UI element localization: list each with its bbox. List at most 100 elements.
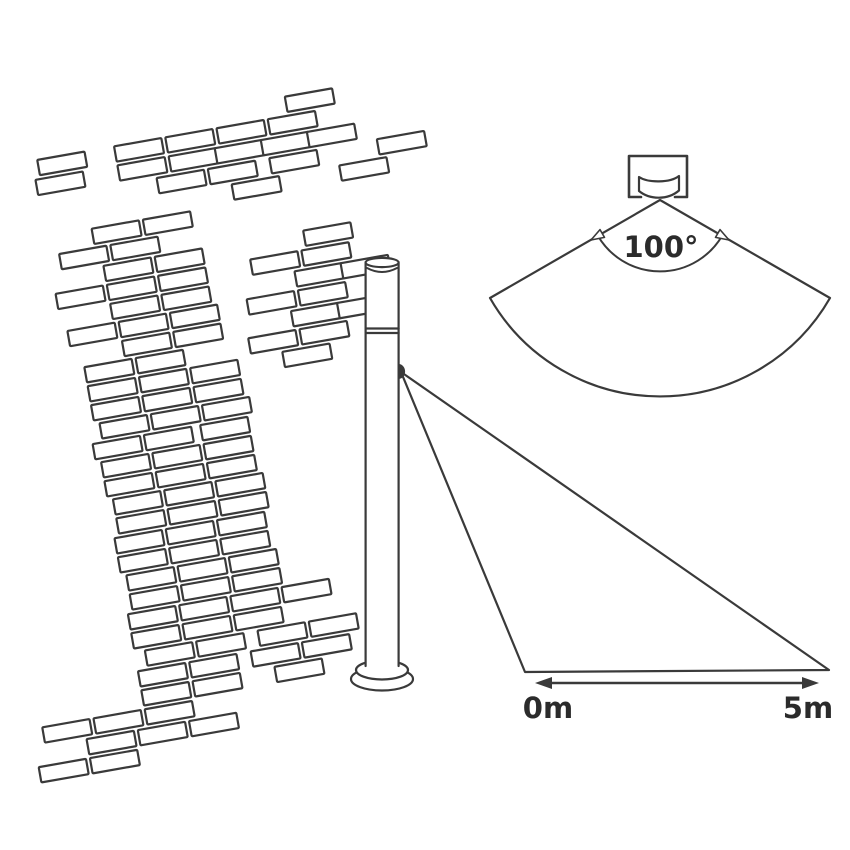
- range-arrow-left-head: [535, 677, 552, 689]
- brick: [296, 281, 349, 307]
- brick: [217, 490, 270, 517]
- brick: [102, 256, 155, 283]
- range-end-label: 5m: [783, 691, 833, 725]
- brick: [172, 322, 225, 349]
- brick: [155, 168, 208, 195]
- brick: [160, 285, 213, 312]
- brick: [116, 156, 169, 182]
- brick: [214, 471, 267, 498]
- brick: [125, 566, 178, 592]
- lamp-pole-body: [365, 262, 399, 666]
- brick: [134, 348, 187, 375]
- brick: [191, 671, 244, 698]
- brick: [298, 319, 351, 346]
- brick: [215, 510, 268, 537]
- sensor-head-lens: [637, 174, 681, 199]
- brick: [300, 633, 353, 659]
- brick: [154, 462, 207, 489]
- angle-arc-left-arrowhead: [590, 228, 606, 241]
- brick: [300, 241, 353, 267]
- brick: [109, 235, 162, 262]
- brick: [188, 652, 241, 679]
- brick: [109, 294, 162, 321]
- brick: [176, 557, 229, 583]
- brick: [205, 453, 258, 480]
- brick: [86, 376, 139, 403]
- sensor-head-icon: [627, 154, 689, 199]
- brick: [128, 585, 181, 611]
- brick: [192, 377, 245, 404]
- brick: [229, 586, 282, 613]
- brick: [202, 434, 255, 461]
- brick: [137, 662, 189, 688]
- brick: [179, 576, 232, 602]
- brick: [178, 595, 231, 622]
- brick: [164, 519, 217, 546]
- brick-wall-illustration: [34, 87, 428, 784]
- brick: [249, 250, 302, 276]
- brick: [153, 247, 206, 274]
- brick: [166, 500, 219, 526]
- brick: [231, 567, 283, 593]
- brick: [163, 481, 216, 507]
- brick: [268, 148, 321, 175]
- detection-fan-sector: [488, 198, 832, 398]
- brick: [105, 275, 158, 302]
- brick: [66, 321, 119, 348]
- brick: [195, 632, 247, 658]
- brick: [92, 709, 145, 735]
- detection-fan: [488, 198, 832, 398]
- brick: [88, 748, 141, 775]
- brick: [151, 443, 204, 470]
- brick: [141, 210, 194, 236]
- brick: [219, 529, 272, 556]
- brick: [338, 156, 391, 182]
- brick: [249, 642, 302, 668]
- brick: [91, 434, 144, 461]
- brick: [199, 415, 252, 442]
- brick: [98, 414, 151, 440]
- angle-arc-right-arrowhead: [714, 228, 730, 241]
- brick: [280, 577, 333, 604]
- brick: [375, 129, 428, 156]
- brick: [142, 425, 195, 452]
- brick: [143, 700, 196, 726]
- brick: [115, 509, 168, 535]
- brick: [130, 623, 183, 650]
- brick: [168, 538, 220, 565]
- brick: [141, 386, 194, 413]
- brick: [41, 718, 94, 744]
- range-arrow-right-head: [802, 677, 819, 689]
- brick: [266, 109, 319, 136]
- brick: [54, 284, 107, 311]
- range-arrow: [535, 677, 819, 689]
- brick: [164, 128, 217, 154]
- brick: [256, 621, 309, 647]
- brick: [283, 87, 336, 113]
- angle-arc: [597, 235, 723, 273]
- brick: [58, 244, 111, 271]
- brick: [227, 548, 280, 574]
- brick: [215, 119, 268, 145]
- range-start-label: 0m: [523, 691, 573, 725]
- brick: [232, 605, 285, 632]
- brick: [34, 170, 87, 197]
- detection-angle-label: 100°: [623, 230, 698, 264]
- brick: [90, 395, 142, 422]
- lamp-top-inner-rim: [366, 267, 398, 273]
- brick: [305, 122, 358, 149]
- brick: [113, 137, 165, 163]
- brick: [307, 612, 360, 638]
- brick: [113, 528, 166, 555]
- brick: [168, 303, 221, 330]
- brick: [149, 404, 202, 431]
- brick: [200, 395, 253, 422]
- lamp-top-cap: [364, 256, 400, 269]
- brick: [100, 452, 152, 479]
- brick: [116, 547, 169, 574]
- brick: [188, 711, 240, 738]
- brick: [85, 729, 138, 756]
- brick: [273, 657, 326, 684]
- brick: [83, 357, 136, 384]
- brick: [137, 367, 190, 394]
